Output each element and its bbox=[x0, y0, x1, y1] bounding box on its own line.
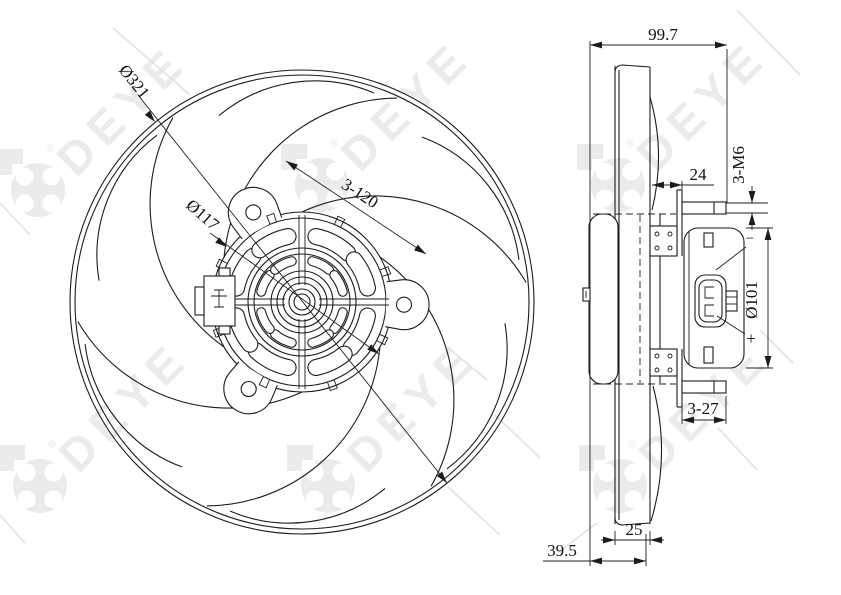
flange-tab bbox=[376, 333, 389, 346]
fan-blade-tip-edge bbox=[96, 134, 158, 281]
dimension-arrowhead bbox=[748, 191, 756, 203]
hub-connector-front bbox=[194, 267, 236, 335]
fan-blade bbox=[206, 346, 381, 507]
hub-ring bbox=[288, 288, 316, 316]
motor-brush-holder-top bbox=[703, 232, 714, 248]
label-terminal-positive: + bbox=[746, 329, 756, 348]
side-dimensions: 99.7 24 3-M6 Ø101 − + 3-27 bbox=[543, 25, 773, 566]
dimension-arrowhead bbox=[715, 41, 727, 49]
hub-spokes bbox=[212, 212, 392, 392]
registered-mark: ® bbox=[48, 439, 56, 451]
fan-blade-tip-edge bbox=[229, 487, 386, 524]
flange-tab bbox=[327, 379, 338, 392]
registered-mark: ® bbox=[46, 143, 54, 155]
fan-outer-ring-inner bbox=[74, 74, 530, 530]
dimension-arrowhead bbox=[367, 344, 379, 354]
mount-stud-bottom bbox=[681, 380, 727, 394]
fan-blade-tip-edge bbox=[84, 344, 183, 468]
dimension-arrowhead bbox=[436, 471, 447, 483]
label-terminal-negative: − bbox=[746, 231, 754, 247]
flange-tab bbox=[379, 266, 392, 277]
dimension-arrowhead bbox=[764, 356, 772, 368]
flange-tab bbox=[333, 215, 346, 228]
dimension-arrowhead bbox=[414, 244, 426, 254]
fan-blade-tip-edge bbox=[421, 136, 520, 260]
watermark-slash bbox=[759, 329, 794, 364]
dimension-arrowhead bbox=[714, 416, 726, 424]
fan-side-view: 99.7 24 3-M6 Ø101 − + 3-27 bbox=[543, 25, 773, 566]
dim-bracket-offset: 24 bbox=[690, 165, 708, 184]
motor-connector bbox=[694, 274, 738, 328]
blade-profile-lower bbox=[650, 385, 663, 522]
blade-profile-upper bbox=[649, 96, 660, 211]
dim-motor-diameter: Ø101 bbox=[742, 281, 761, 319]
dimension-arrowhead bbox=[682, 416, 694, 424]
dimension-arrowhead bbox=[650, 536, 662, 544]
fan-blade bbox=[301, 195, 527, 283]
dim-hub-diameter: Ø117 bbox=[182, 195, 223, 234]
dimension-arrowhead bbox=[764, 228, 772, 240]
hub-cap-profile bbox=[588, 213, 619, 385]
fan-blade bbox=[149, 117, 225, 348]
fan-blade-tip-edge bbox=[446, 323, 508, 470]
hub-ring bbox=[270, 270, 334, 334]
watermark-slash bbox=[559, 522, 598, 552]
hub-ring bbox=[253, 253, 351, 351]
watermark-slash bbox=[717, 427, 758, 471]
dimension-arrowhead bbox=[670, 181, 682, 189]
dim-stud-thread: 3-M6 bbox=[729, 146, 748, 184]
mount-bracket-top bbox=[649, 189, 727, 257]
dimension-arrowhead bbox=[590, 557, 602, 565]
dim-shroud-depth: 39.5 bbox=[547, 541, 577, 560]
watermark-slash bbox=[112, 27, 191, 96]
hub-cap-clip bbox=[582, 287, 591, 302]
dimension-arrowhead bbox=[144, 110, 155, 122]
watermark-brand-text: DEYE bbox=[627, 30, 778, 181]
dim-ring-depth: 25 bbox=[626, 520, 643, 539]
registered-mark: ® bbox=[330, 138, 338, 150]
flange-tab bbox=[258, 376, 271, 389]
registered-mark: ® bbox=[626, 138, 634, 150]
fan-blade-tip-edge bbox=[218, 80, 375, 117]
flange-tab bbox=[212, 327, 225, 338]
watermark-brand-text: DEYE bbox=[49, 331, 200, 482]
dimension-arrowhead bbox=[286, 161, 298, 171]
dim-mounting-holes: 3-120 bbox=[338, 175, 382, 213]
hub-ring bbox=[247, 247, 357, 357]
hub-ring bbox=[293, 293, 311, 311]
watermark-slash bbox=[446, 346, 488, 381]
watermark-slash bbox=[0, 202, 31, 236]
watermark-brand-text: DEYE bbox=[331, 30, 482, 181]
registered-mark: ® bbox=[628, 439, 636, 451]
mounting-lug-hole bbox=[245, 204, 262, 221]
dimension-arrowhead bbox=[590, 41, 602, 49]
hub-ring bbox=[276, 276, 328, 328]
hub-ring bbox=[282, 282, 322, 322]
watermark-brand-text: DEYE bbox=[47, 35, 198, 186]
fan-outer-ring bbox=[69, 69, 535, 535]
watermark-slash bbox=[0, 514, 26, 544]
mount-stud-top bbox=[681, 201, 727, 215]
dimension-arrowhead bbox=[652, 181, 664, 189]
mounting-lug-hole bbox=[395, 296, 413, 313]
watermark-slash bbox=[494, 414, 541, 459]
watermark-slash bbox=[447, 486, 501, 536]
dimension-arrowhead bbox=[215, 237, 227, 247]
flange-tab bbox=[266, 212, 277, 225]
hub-mounting-lugs bbox=[223, 186, 430, 415]
mounting-lug-hole bbox=[240, 380, 257, 398]
dim-overall-depth: 99.7 bbox=[648, 25, 678, 44]
dimension-arrowhead bbox=[748, 213, 756, 225]
watermark-slash bbox=[736, 9, 801, 76]
motor-brush-holder-bottom bbox=[703, 346, 714, 364]
dimension-arrowheads bbox=[144, 41, 772, 565]
fan-front-view: Ø321 Ø117 3-120 bbox=[69, 61, 535, 535]
dimension-arrowhead bbox=[603, 536, 615, 544]
registered-mark: ® bbox=[336, 439, 344, 451]
dim-stud-length: 3-27 bbox=[687, 399, 719, 418]
dimension-arrowhead bbox=[634, 557, 646, 565]
